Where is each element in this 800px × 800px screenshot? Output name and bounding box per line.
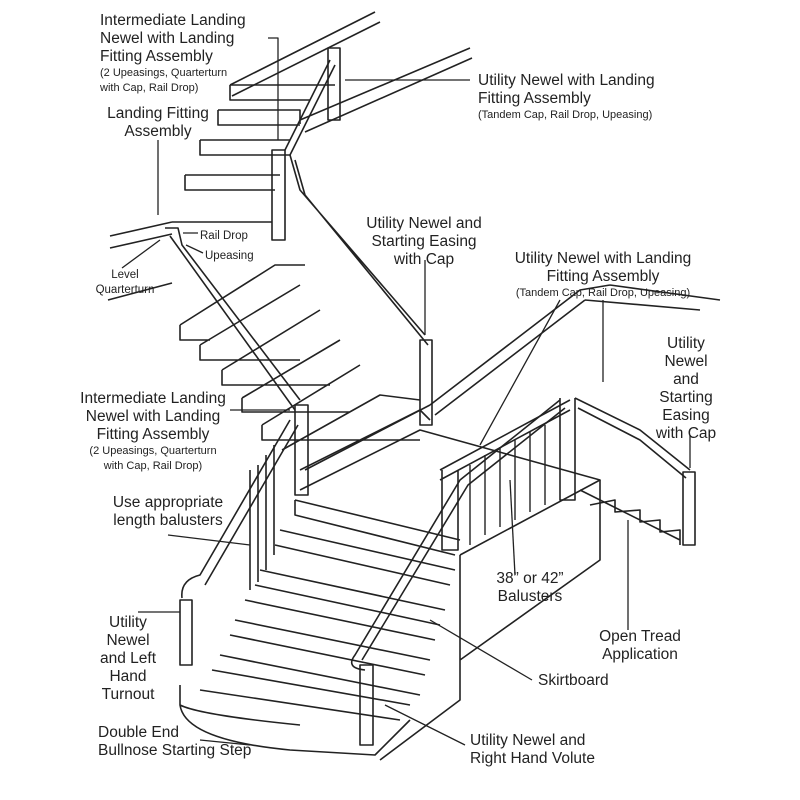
label-line: Open Tread <box>599 628 681 645</box>
label-utility-newel-right-hand-volute: Utility Newel and Right Hand Volute <box>470 732 595 768</box>
label-upeasing: Upeasing <box>205 247 254 265</box>
label-line: Landing Fitting <box>107 105 209 122</box>
label-open-tread-application: Open Tread Application <box>599 628 681 664</box>
label-line: length balusters <box>113 512 223 529</box>
label-subline: with Cap, Rail Drop) <box>103 460 203 472</box>
label-line: Intermediate Landing <box>100 12 246 29</box>
label-line: Fitting Assembly <box>546 268 660 285</box>
label-subline: (2 Upeasings, Quarterturn <box>100 67 228 79</box>
label-top-intermediate-landing-newel: Intermediate Landing Newel with Landing … <box>100 12 246 96</box>
label-line: with Cap <box>393 251 455 268</box>
label-line: Bullnose Starting Step <box>98 742 252 759</box>
label-line: Starting Easing <box>371 233 477 250</box>
label-line: Level <box>111 269 139 281</box>
label-line: Newel with Landing <box>100 30 235 47</box>
label-right-utility-newel-landing: Utility Newel with Landing Fitting Assem… <box>515 250 692 301</box>
label-line: Hand <box>109 668 147 685</box>
label-line: Intermediate Landing <box>80 390 226 407</box>
label-line: Fitting Assembly <box>100 48 213 65</box>
label-line: Utility Newel with Landing <box>514 250 692 267</box>
label-line: with Cap <box>655 425 717 442</box>
label-line: Utility <box>109 614 147 631</box>
label-utility-newel-starting-easing-mid: Utility Newel and Starting Easing with C… <box>366 215 481 269</box>
label-level-quarterturn: Level Quarterturn <box>96 268 155 298</box>
label-line: Fitting Assembly <box>478 90 591 107</box>
label-line: Upeasing <box>205 250 254 262</box>
label-line: Newel <box>106 632 150 649</box>
label-rail-drop: Rail Drop <box>200 227 248 245</box>
label-line: and <box>673 371 699 388</box>
label-landing-fitting-assembly: Landing Fitting Assembly <box>107 105 209 141</box>
label-mid-intermediate-landing-newel: Intermediate Landing Newel with Landing … <box>80 390 226 474</box>
label-line: Utility Newel with Landing <box>478 72 655 89</box>
label-line: Right Hand Volute <box>470 750 595 767</box>
label-line: 38” or 42” <box>496 570 564 587</box>
label-line: Application <box>602 646 678 663</box>
label-line: Fitting Assembly <box>96 426 210 443</box>
label-line: Double End <box>98 724 180 741</box>
label-line: Newel with Landing <box>85 408 221 425</box>
label-subline: (2 Upeasings, Quarterturn <box>89 445 217 457</box>
label-line: Use appropriate <box>112 494 224 511</box>
label-line: Easing <box>662 407 710 424</box>
label-skirtboard: Skirtboard <box>538 672 609 690</box>
label-line: Utility <box>667 335 705 352</box>
label-line: Assembly <box>124 123 192 140</box>
label-line: Turnout <box>101 686 155 703</box>
label-line: Newel <box>664 353 708 370</box>
label-subline: (Tandem Cap, Rail Drop, Upeasing) <box>478 109 653 121</box>
label-line: Utility Newel and <box>366 215 482 232</box>
label-right-utility-newel-starting-easing: Utility Newel and Starting Easing with C… <box>656 335 716 443</box>
label-line: Starting <box>659 389 713 406</box>
label-subline: with Cap, Rail Drop) <box>100 82 199 94</box>
label-subline: (Tandem Cap, Rail Drop, Upeasing) <box>515 287 691 299</box>
label-line: Balusters <box>497 588 563 605</box>
label-line: Skirtboard <box>538 672 609 689</box>
label-line: Rail Drop <box>200 230 248 242</box>
label-top-utility-newel-landing: Utility Newel with Landing Fitting Assem… <box>478 72 655 123</box>
label-line: Utility Newel and <box>470 732 586 749</box>
label-double-end-bullnose-starting-step: Double End Bullnose Starting Step <box>98 724 251 760</box>
label-use-appropriate-balusters: Use appropriate length balusters <box>113 494 223 530</box>
label-line: Quarterturn <box>95 284 155 296</box>
label-utility-newel-left-hand-turnout: Utility Newel and Left Hand Turnout <box>100 614 156 704</box>
label-38-42-balusters: 38” or 42” Balusters <box>496 570 563 606</box>
label-line: and Left <box>99 650 157 667</box>
